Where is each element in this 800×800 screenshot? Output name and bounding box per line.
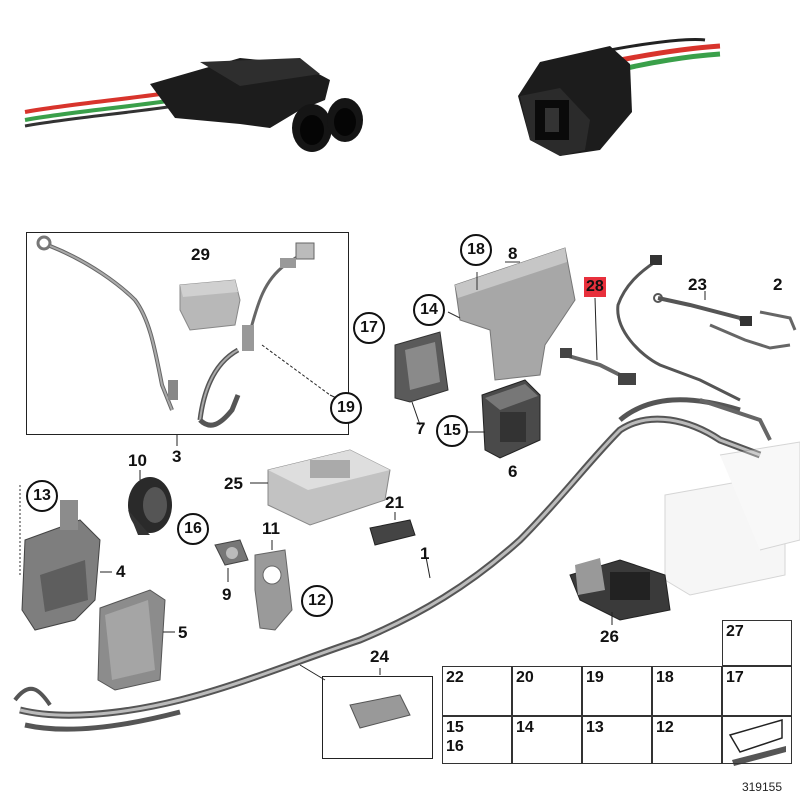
clip-24-inset-frame xyxy=(322,676,433,759)
sensor-cable-28 xyxy=(560,297,636,385)
relay-box-6 xyxy=(465,379,541,459)
hardware-label: 22 xyxy=(446,669,464,686)
callout-11: 11 xyxy=(262,519,280,538)
hardware-label: 18 xyxy=(656,669,674,686)
hardware-cell-12[interactable]: 12 xyxy=(652,716,722,764)
callout-12: 12 xyxy=(301,585,333,617)
grommet-10 xyxy=(128,470,172,535)
callout-25: 25 xyxy=(224,474,243,493)
mounting-bracket-8 xyxy=(447,247,576,381)
hardware-cell-13[interactable]: 13 xyxy=(582,716,652,764)
hardware-label-secondary: 16 xyxy=(446,738,464,755)
callout-18: 18 xyxy=(460,234,492,266)
callout-9: 9 xyxy=(222,585,232,604)
clip-21 xyxy=(369,512,416,546)
callout-4: 4 xyxy=(116,562,126,581)
left-inset-frame xyxy=(26,232,349,435)
callout-26: 26 xyxy=(600,627,619,646)
plug-9 xyxy=(214,539,249,582)
callout-15: 15 xyxy=(436,415,468,447)
hardware-cell-19[interactable]: 19 xyxy=(582,666,652,716)
battery-outline xyxy=(664,441,800,596)
hardware-label: 27 xyxy=(726,623,744,640)
callout-5: 5 xyxy=(178,623,188,642)
callout-16: 16 xyxy=(177,513,209,545)
main-wiring-harness-1 xyxy=(13,397,772,732)
callout-7: 7 xyxy=(416,419,426,438)
fuse-carrier-26 xyxy=(569,558,671,625)
callout-21: 21 xyxy=(385,493,404,512)
hardware-label: 14 xyxy=(516,719,534,736)
callout-8: 8 xyxy=(508,244,518,263)
callout-14: 14 xyxy=(413,294,445,326)
battery-cable-group xyxy=(36,235,346,428)
hardware-label: 20 xyxy=(516,669,534,686)
cover-5 xyxy=(97,589,175,691)
callout-1: 1 xyxy=(420,544,430,563)
callout-28-highlighted: 28 xyxy=(584,277,606,297)
hardware-cell-14[interactable]: 14 xyxy=(512,716,582,764)
diagram-id: 319155 xyxy=(741,780,782,794)
hardware-label: 12 xyxy=(656,719,674,736)
callout-2: 2 xyxy=(773,275,783,294)
callout-19: 19 xyxy=(330,392,362,424)
fuse-box-4 xyxy=(19,485,112,631)
callout-23: 23 xyxy=(688,275,707,294)
holder-11 xyxy=(254,540,293,631)
plug-connector-photo xyxy=(518,38,721,156)
clip-24 xyxy=(349,668,411,729)
callout-6: 6 xyxy=(508,462,518,481)
hardware-cell-15-16[interactable]: 15 16 xyxy=(442,716,512,764)
hardware-label: 17 xyxy=(726,669,744,686)
direction-arrow-cell xyxy=(722,716,792,764)
callout-17: 17 xyxy=(353,312,385,344)
callout-13: 13 xyxy=(26,480,58,512)
hardware-cell-22[interactable]: 22 xyxy=(442,666,512,716)
hardware-label: 15 xyxy=(446,719,464,736)
hardware-cell-18[interactable]: 18 xyxy=(652,666,722,716)
callout-29: 29 xyxy=(191,245,210,264)
battery-cables-23 xyxy=(616,255,797,402)
callout-10: 10 xyxy=(128,451,147,470)
callout-3: 3 xyxy=(172,447,182,466)
hardware-cell-20[interactable]: 20 xyxy=(512,666,582,716)
hardware-label: 19 xyxy=(586,669,604,686)
holder-bracket-7 xyxy=(394,331,449,426)
angled-connector-photo xyxy=(24,58,363,152)
control-module-25 xyxy=(250,449,391,526)
hardware-cell-17[interactable]: 17 xyxy=(722,666,792,716)
hardware-cell-27[interactable]: 27 xyxy=(722,620,792,666)
callout-24: 24 xyxy=(370,647,389,666)
hardware-label: 13 xyxy=(586,719,604,736)
